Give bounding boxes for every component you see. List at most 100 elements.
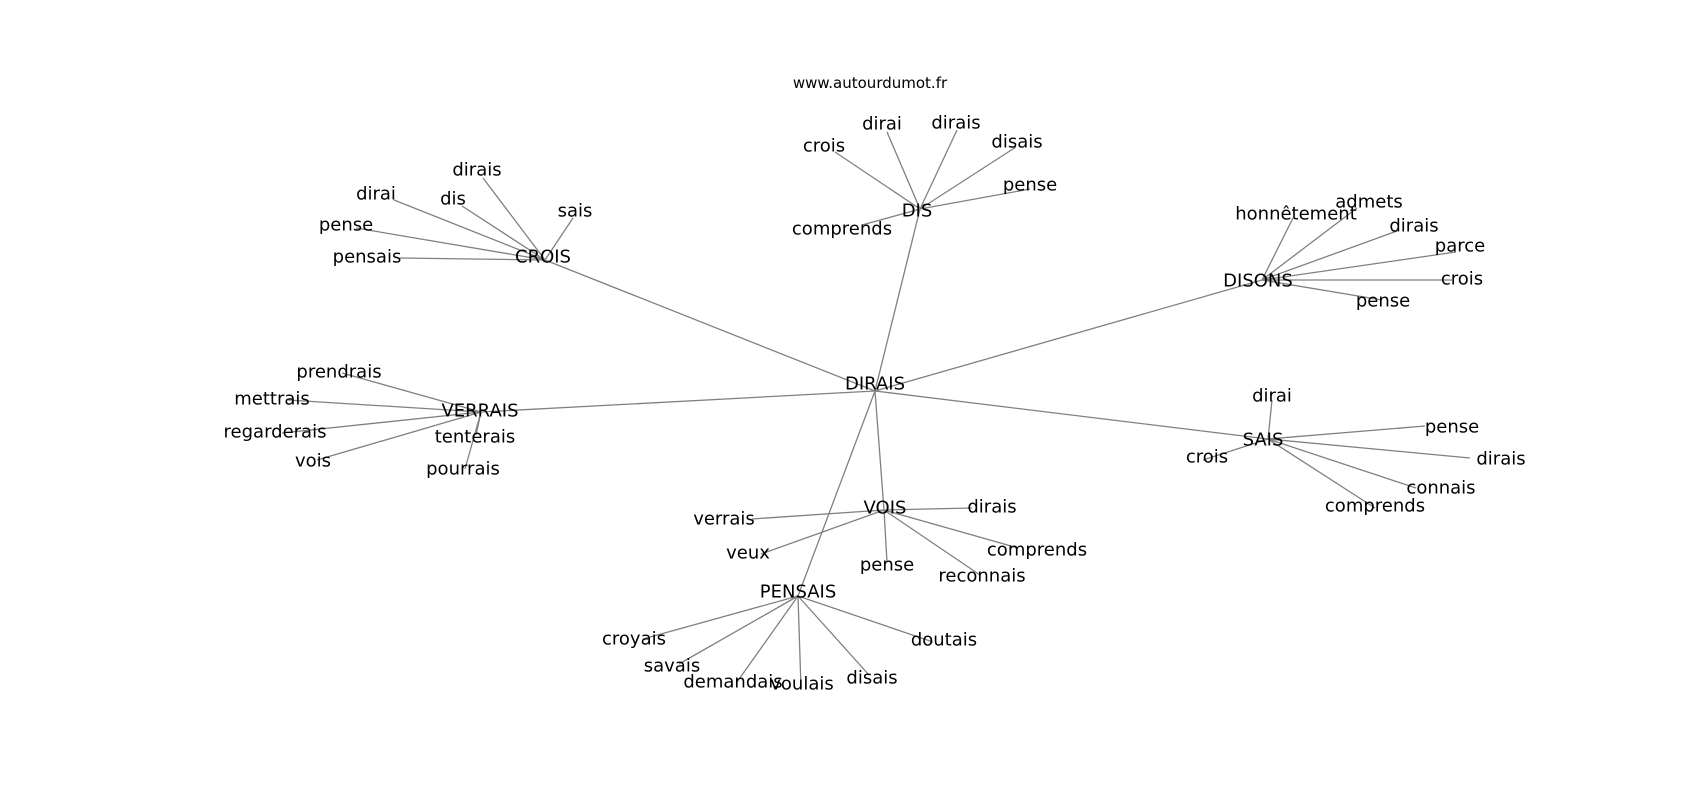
leaf-node-pensais-5[interactable]: disais <box>846 668 897 689</box>
edge-disons-1 <box>1261 207 1358 281</box>
leaf-node-dis-2[interactable]: dirais <box>931 113 980 134</box>
edge-vois-5 <box>883 509 981 576</box>
leaf-node-disons-0[interactable]: honnêtement <box>1235 204 1357 225</box>
leaf-node-crois-4[interactable]: pense <box>319 215 373 236</box>
leaf-node-pensais-3[interactable]: demandais <box>683 672 782 693</box>
leaf-node-sais-4[interactable]: connais <box>1406 478 1475 499</box>
edge-vois-4 <box>883 509 888 563</box>
edge-crois-2 <box>461 205 546 261</box>
edges-layer <box>281 129 1471 689</box>
edge-verrais-3 <box>316 411 482 461</box>
edge-center-crois <box>544 259 876 392</box>
leaf-node-verrais-4[interactable]: tenterais <box>435 427 515 448</box>
leaf-node-pensais-2[interactable]: savais <box>644 656 700 677</box>
edge-disons-5 <box>1261 279 1383 301</box>
hub-node-dis[interactable]: DIS <box>902 201 933 222</box>
edge-center-verrais <box>480 390 876 413</box>
edge-dis-4 <box>919 188 1031 210</box>
leaf-node-verrais-1[interactable]: mettrais <box>234 389 310 410</box>
leaf-node-vois-5[interactable]: reconnais <box>938 566 1025 587</box>
edge-sais-2 <box>1202 438 1269 461</box>
leaf-node-verrais-5[interactable]: pourrais <box>426 459 500 480</box>
leaf-node-verrais-0[interactable]: prendrais <box>296 362 381 383</box>
edge-pensais-4 <box>797 595 802 689</box>
edge-crois-3 <box>544 217 574 261</box>
edge-crois-1 <box>393 199 546 261</box>
edge-sais-3 <box>1267 438 1471 459</box>
edge-pensais-2 <box>678 595 799 665</box>
leaf-node-vois-0[interactable]: verrais <box>693 509 755 530</box>
leaf-node-dis-4[interactable]: pense <box>1003 175 1057 196</box>
edge-sais-0 <box>1267 399 1273 440</box>
hub-node-sais[interactable]: SAIS <box>1243 430 1284 451</box>
edge-vois-0 <box>751 509 885 520</box>
leaf-node-disons-1[interactable]: admets <box>1335 192 1403 213</box>
hub-node-disons[interactable]: DISONS <box>1223 271 1293 292</box>
edge-verrais-2 <box>281 411 482 434</box>
leaf-node-vois-4[interactable]: pense <box>860 555 914 576</box>
edge-disons-2 <box>1261 230 1398 281</box>
leaf-node-dis-1[interactable]: dirai <box>862 114 902 135</box>
edge-crois-0 <box>482 177 546 261</box>
edge-pensais-5 <box>797 595 870 676</box>
edge-vois-3 <box>883 509 1019 549</box>
leaf-node-sais-3[interactable]: dirais <box>1476 449 1525 470</box>
edge-center-sais <box>874 390 1269 440</box>
edge-dis-0 <box>834 151 921 210</box>
leaf-node-vois-1[interactable]: dirais <box>967 497 1016 518</box>
leaf-node-vois-3[interactable]: comprends <box>987 540 1087 561</box>
leaf-node-pensais-1[interactable]: doutais <box>911 630 977 651</box>
edge-center-pensais <box>797 390 876 597</box>
leaf-node-verrais-2[interactable]: regarderais <box>224 422 327 443</box>
leaf-node-pensais-4[interactable]: voulais <box>770 674 833 695</box>
leaf-node-disons-4[interactable]: crois <box>1441 269 1483 290</box>
site-url: www.autourdumot.fr <box>793 74 948 92</box>
hub-node-vois[interactable]: VOIS <box>864 498 907 519</box>
leaf-node-sais-2[interactable]: crois <box>1186 447 1228 468</box>
edge-vois-1 <box>883 507 973 511</box>
labels-layer: DIRAIS CROIS dirais dirai dis sais pense pensai… <box>224 113 1526 695</box>
edge-sais-4 <box>1267 438 1417 489</box>
edge-dis-5 <box>861 208 921 226</box>
leaf-node-crois-1[interactable]: dirai <box>356 184 396 205</box>
edge-crois-4 <box>355 227 546 261</box>
edge-dis-1 <box>886 131 921 210</box>
hub-node-pensais[interactable]: PENSAIS <box>760 582 837 603</box>
edge-disons-3 <box>1261 251 1457 281</box>
leaf-node-disons-2[interactable]: dirais <box>1389 216 1438 237</box>
leaf-node-vois-2[interactable]: veux <box>726 543 770 564</box>
leaf-node-sais-5[interactable]: comprends <box>1325 496 1425 517</box>
edge-center-disons <box>874 279 1263 392</box>
edge-verrais-1 <box>287 399 482 413</box>
edge-disons-0 <box>1261 217 1294 281</box>
edge-dis-3 <box>919 146 1017 210</box>
leaf-node-sais-0[interactable]: dirai <box>1252 386 1292 407</box>
leaf-node-dis-5[interactable]: comprends <box>792 219 892 240</box>
edge-pensais-0 <box>642 595 799 640</box>
edge-crois-5 <box>399 257 546 261</box>
leaf-node-disons-3[interactable]: parce <box>1435 236 1485 257</box>
edge-center-vois <box>874 390 885 511</box>
edge-pensais-3 <box>736 595 799 683</box>
leaf-node-sais-1[interactable]: pense <box>1425 417 1479 438</box>
edge-verrais-5 <box>464 411 482 470</box>
leaf-node-crois-5[interactable]: pensais <box>333 247 402 268</box>
leaf-node-disons-5[interactable]: pense <box>1356 291 1410 312</box>
leaf-node-verrais-3[interactable]: vois <box>295 451 331 472</box>
leaf-node-crois-0[interactable]: dirais <box>452 160 501 181</box>
leaf-node-crois-3[interactable]: sais <box>558 201 593 222</box>
edge-verrais-0 <box>341 372 482 413</box>
leaf-node-crois-2[interactable]: dis <box>440 189 466 210</box>
leaf-node-dis-0[interactable]: crois <box>803 136 845 157</box>
leaf-node-dis-3[interactable]: disais <box>991 132 1042 153</box>
edge-dis-2 <box>919 129 958 210</box>
hub-node-verrais[interactable]: VERRAIS <box>441 401 518 422</box>
center-node-label[interactable]: DIRAIS <box>845 374 905 395</box>
leaf-node-pensais-0[interactable]: croyais <box>602 629 666 650</box>
edge-sais-5 <box>1267 438 1376 509</box>
edge-center-dis <box>874 208 921 392</box>
hub-node-crois[interactable]: CROIS <box>515 247 571 268</box>
edge-pensais-1 <box>797 595 934 643</box>
edge-sais-1 <box>1267 425 1426 440</box>
